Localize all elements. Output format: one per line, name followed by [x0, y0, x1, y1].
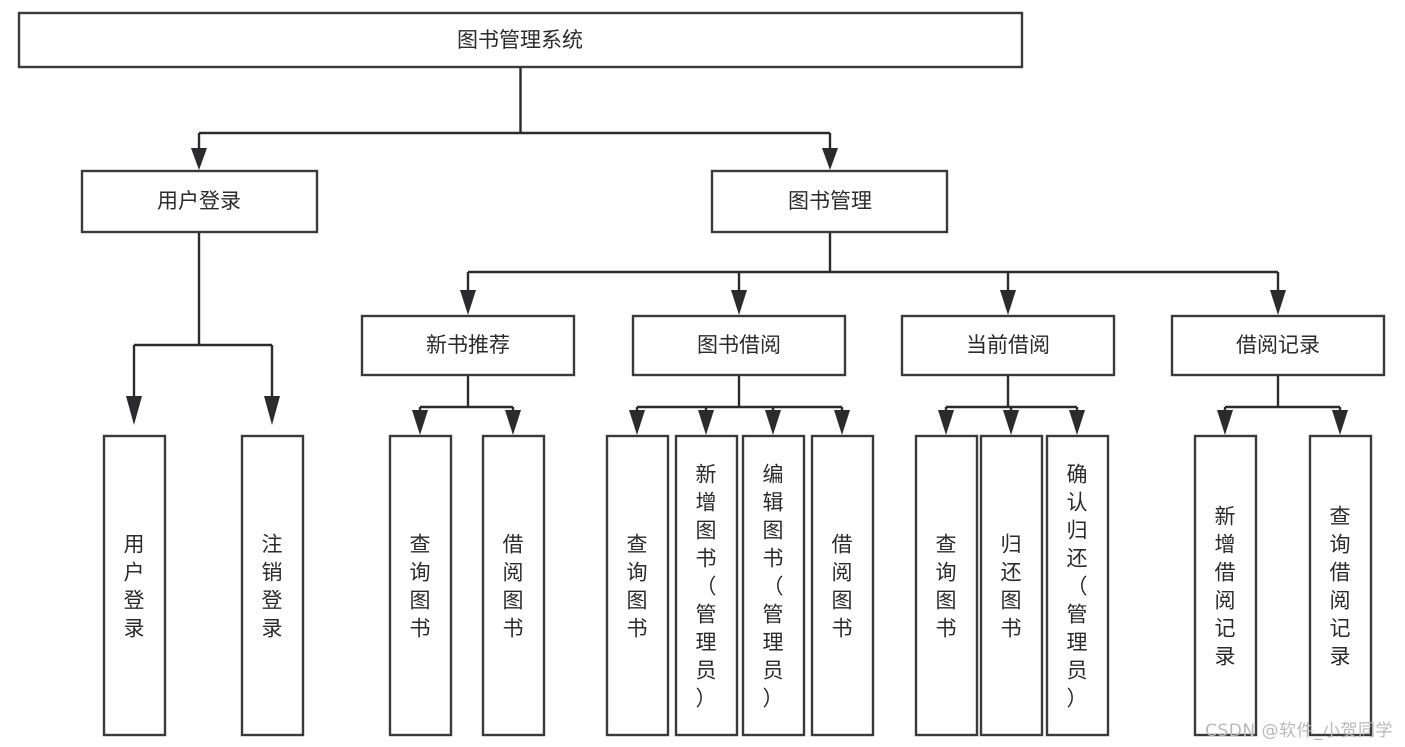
- node-root-label: 图书管理系统: [457, 28, 583, 52]
- leaf-bookborrow-borrow-book[interactable]: 借阅图书: [810, 434, 875, 737]
- node-new-book-recommend[interactable]: 新书推荐: [360, 314, 576, 377]
- leaf-bookborrow-borrow-book-label: 借阅图书: [832, 532, 853, 640]
- leaf-bookborrow-borrow-book-box[interactable]: [810, 434, 875, 737]
- leaf-bookborrow-query-book-box[interactable]: [605, 434, 670, 737]
- node-book-borrow-box[interactable]: [631, 314, 847, 377]
- node-borrow-record-box[interactable]: [1170, 314, 1386, 377]
- leaf-logout-label: 注销登录: [262, 532, 283, 640]
- leaf-borrowrecord-query-record-label: 查询借阅记录: [1330, 504, 1351, 668]
- leaf-bookborrow-edit-book-box[interactable]: [741, 434, 806, 737]
- leaf-bookborrow-edit-book-label: 编辑图书（管理员）: [763, 462, 784, 710]
- leaf-borrowrecord-add-record-box[interactable]: [1193, 434, 1258, 737]
- node-current-borrow-label: 当前借阅: [966, 333, 1050, 357]
- leaf-bookborrow-edit-book[interactable]: 编辑图书（管理员）: [741, 434, 806, 737]
- arrowhead-currentborrow-leaf-1: [938, 410, 954, 435]
- leaf-newbook-query-book-box[interactable]: [388, 434, 453, 737]
- leaf-borrowrecord-add-record[interactable]: 新增借阅记录: [1193, 434, 1258, 737]
- leaf-logout[interactable]: 注销登录: [240, 434, 305, 737]
- node-book-borrow-label: 图书借阅: [697, 333, 781, 357]
- leaf-bookborrow-add-book[interactable]: 新增图书（管理员）: [674, 434, 739, 737]
- leaf-borrowrecord-query-record-box[interactable]: [1308, 434, 1373, 737]
- node-user-login[interactable]: 用户登录: [80, 169, 319, 234]
- leaf-currentborrow-confirm-return[interactable]: 确认归还（管理员）: [1045, 434, 1110, 737]
- node-current-borrow-box[interactable]: [900, 314, 1116, 377]
- leaf-newbook-borrow-book-box[interactable]: [481, 434, 546, 737]
- leaf-newbook-borrow-book[interactable]: 借阅图书: [481, 434, 546, 737]
- node-user-login-label: 用户登录: [157, 189, 241, 213]
- arrowhead-bookmgmt: [822, 148, 838, 170]
- leaf-bookborrow-add-book-box[interactable]: [674, 434, 739, 737]
- arrowhead-borrowrecord-leaf-1: [1217, 410, 1233, 435]
- arrowhead-currentborrow-leaf-2: [1003, 410, 1019, 435]
- leaf-bookborrow-query-book[interactable]: 查询图书: [605, 434, 670, 737]
- arrowhead-bookborrow-leaf-3: [765, 410, 781, 435]
- leaf-user-login-label: 用户登录: [124, 532, 145, 640]
- leaf-currentborrow-return-book-box[interactable]: [979, 434, 1044, 737]
- arrowhead-userlogin: [191, 148, 207, 170]
- leaf-borrowrecord-add-record-label: 新增借阅记录: [1215, 504, 1236, 668]
- csdn-watermark: CSDN @软件_小贺同学: [1205, 721, 1393, 741]
- arrowhead-borrowrecord-leaf-2: [1332, 410, 1348, 435]
- leaf-borrowrecord-query-record[interactable]: 查询借阅记录: [1308, 434, 1373, 737]
- arrowhead-newbook-leaf-1: [412, 410, 428, 435]
- leaf-currentborrow-return-book[interactable]: 归还图书: [979, 434, 1044, 737]
- arrowhead-bookborrow-leaf-1: [629, 410, 645, 435]
- connector-group: [126, 67, 1348, 435]
- node-current-borrow[interactable]: 当前借阅: [900, 314, 1116, 377]
- node-new-book-recommend-label: 新书推荐: [426, 333, 510, 357]
- leaf-currentborrow-query-book[interactable]: 查询图书: [914, 434, 979, 737]
- arrowhead-leaf-logout: [264, 396, 280, 425]
- leaf-newbook-borrow-book-label: 借阅图书: [503, 532, 524, 640]
- node-book-management-label: 图书管理: [788, 189, 872, 213]
- leaf-currentborrow-query-book-label: 查询图书: [936, 532, 957, 640]
- leaf-user-login[interactable]: 用户登录: [102, 434, 167, 737]
- arrowhead-currentborrow: [1000, 290, 1016, 315]
- arrowhead-newbook: [460, 290, 476, 315]
- leaf-user-login-box[interactable]: [102, 434, 167, 737]
- node-root-box[interactable]: [17, 11, 1024, 69]
- leaf-bookborrow-add-book-label: 新增图书（管理员）: [696, 462, 717, 710]
- leaf-bookborrow-query-book-label: 查询图书: [627, 532, 648, 640]
- node-borrow-record[interactable]: 借阅记录: [1170, 314, 1386, 377]
- node-book-management[interactable]: 图书管理: [710, 169, 949, 234]
- node-book-borrow[interactable]: 图书借阅: [631, 314, 847, 377]
- leaf-currentborrow-confirm-return-box[interactable]: [1045, 434, 1110, 737]
- arrowhead-currentborrow-leaf-3: [1069, 410, 1085, 435]
- node-new-book-recommend-box[interactable]: [360, 314, 576, 377]
- arrowhead-leaf-user-login: [126, 396, 142, 425]
- node-root[interactable]: 图书管理系统: [17, 11, 1024, 69]
- leaf-currentborrow-return-book-label: 归还图书: [1001, 532, 1022, 640]
- leaf-currentborrow-confirm-return-label: 确认归还（管理员）: [1067, 462, 1088, 710]
- node-borrow-record-label: 借阅记录: [1236, 333, 1320, 357]
- node-user-login-box[interactable]: [80, 169, 319, 234]
- node-book-management-box[interactable]: [710, 169, 949, 234]
- arrowhead-borrowrecord: [1270, 290, 1286, 315]
- leaf-logout-box[interactable]: [240, 434, 305, 737]
- leaf-newbook-query-book[interactable]: 查询图书: [388, 434, 453, 737]
- leaf-newbook-query-book-label: 查询图书: [410, 532, 431, 640]
- arrowhead-bookborrow-leaf-2: [698, 410, 714, 435]
- arrowhead-bookborrow-leaf-4: [834, 410, 850, 435]
- arrowhead-newbook-leaf-2: [505, 410, 521, 435]
- arrowhead-bookborrow: [731, 290, 747, 315]
- leaf-currentborrow-query-book-box[interactable]: [914, 434, 979, 737]
